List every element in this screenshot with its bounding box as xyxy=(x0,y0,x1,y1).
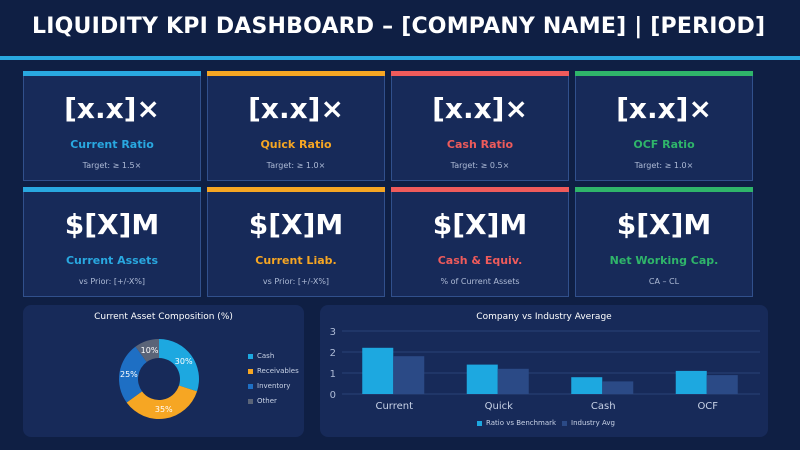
card-accent-bar xyxy=(23,187,201,192)
kpi-label: Net Working Cap. xyxy=(609,254,719,267)
kpi-target: Target: ≥ 0.5× xyxy=(450,161,510,170)
donut-slice-other xyxy=(135,339,159,363)
y-tick-label: 2 xyxy=(330,348,336,359)
kpi-label: OCF Ratio xyxy=(633,138,695,151)
legend-swatch xyxy=(562,420,567,426)
x-tick-label: Current xyxy=(375,401,413,412)
legend-item-cash: Cash xyxy=(248,352,274,360)
kpi-comparison: % of Current Assets xyxy=(440,277,520,286)
donut-data-label: 30% xyxy=(175,357,193,366)
donut-chart: 30% 35% 25% 10% xyxy=(119,339,200,419)
legend-label: Ratio vs Benchmark xyxy=(486,419,557,427)
legend-item-inventory: Inventory xyxy=(248,382,290,390)
card-accent-bar xyxy=(207,71,385,76)
kpi-card-current-assets: $[X]M Current Assets vs Prior: [+/-X%] xyxy=(23,187,201,297)
bar-current-company xyxy=(362,347,394,394)
legend-label: Cash xyxy=(257,352,275,360)
donut-data-label: 35% xyxy=(155,405,173,414)
kpi-label: Cash Ratio xyxy=(446,138,514,151)
kpi-card-cash-ratio: [x.x]× Cash Ratio Target: ≥ 0.5× xyxy=(391,71,569,181)
donut-slice-receivables xyxy=(126,385,198,419)
x-tick-label: Cash xyxy=(591,401,616,412)
bar-quick-company xyxy=(466,364,498,394)
kpi-label: Quick Ratio xyxy=(260,138,332,151)
kpi-card-quick-ratio: [x.x]× Quick Ratio Target: ≥ 1.0× xyxy=(207,71,385,181)
legend-swatch xyxy=(248,368,253,374)
kpi-value: [x.x]× xyxy=(64,92,160,125)
y-tick-label: 0 xyxy=(330,390,336,401)
donut-slice-cash xyxy=(159,339,200,392)
legend-item-receivables: Receivables xyxy=(248,367,299,375)
bar-chart-title: Company vs Industry Average xyxy=(476,312,612,322)
bar-ocf-industry xyxy=(706,375,738,394)
y-tick-label: 3 xyxy=(330,327,336,338)
donut-chart-title: Current Asset Composition (%) xyxy=(94,312,233,322)
kpi-comparison: vs Prior: [+/-X%] xyxy=(262,277,330,286)
kpi-value: [x.x]× xyxy=(616,92,712,125)
kpi-label: Current Ratio xyxy=(70,138,154,151)
kpi-formula: CA – CL xyxy=(648,277,680,286)
kpi-value: $[X]M xyxy=(616,208,712,241)
legend-label: Industry Avg xyxy=(571,419,615,427)
kpi-value: [x.x]× xyxy=(432,92,528,125)
asset-composition-panel: Current Asset Composition (%) 30% 35% 25% 1… xyxy=(23,305,304,437)
legend-item-company: Ratio vs Benchmark xyxy=(477,419,556,427)
card-accent-bar xyxy=(207,187,385,192)
y-tick-label: 1 xyxy=(330,369,336,380)
kpi-card-ocf-ratio: [x.x]× OCF Ratio Target: ≥ 1.0× xyxy=(575,71,753,181)
legend-label: Other xyxy=(257,397,277,405)
legend-swatch xyxy=(248,383,253,389)
bar-cash-industry xyxy=(602,381,634,394)
bar-current-industry xyxy=(393,356,425,394)
kpi-label: Current Assets xyxy=(65,254,158,267)
legend-label: Inventory xyxy=(257,382,291,390)
kpi-target: Target: ≥ 1.5× xyxy=(82,161,142,170)
kpi-card-current-liabilities: $[X]M Current Liab. vs Prior: [+/-X%] xyxy=(207,187,385,297)
kpi-value: $[X]M xyxy=(432,208,528,241)
x-tick-label: Quick xyxy=(485,401,513,412)
dashboard-title: LIQUIDITY KPI DASHBOARD – [COMPANY NAME]… xyxy=(32,14,766,39)
legend-swatch xyxy=(248,398,253,404)
card-accent-bar xyxy=(391,71,569,76)
card-accent-bar xyxy=(575,187,753,192)
bar-ocf-company xyxy=(675,370,707,394)
x-tick-label: OCF xyxy=(697,401,718,412)
legend-swatch xyxy=(248,353,253,359)
legend-item-industry: Industry Avg xyxy=(562,419,615,427)
kpi-card-current-ratio: [x.x]× Current Ratio Target: ≥ 1.5× xyxy=(23,71,201,181)
kpi-value: [x.x]× xyxy=(248,92,344,125)
title-divider xyxy=(0,56,800,60)
donut-slice-inventory xyxy=(119,346,147,403)
kpi-card-net-working-capital: $[X]M Net Working Cap. CA – CL xyxy=(575,187,753,297)
legend-swatch xyxy=(477,420,482,426)
kpi-card-cash-equivalents: $[X]M Cash & Equiv. % of Current Assets xyxy=(391,187,569,297)
bar-cash-company xyxy=(571,377,603,394)
kpi-target: Target: ≥ 1.0× xyxy=(266,161,326,170)
donut-data-label: 25% xyxy=(120,370,138,379)
kpi-target: Target: ≥ 1.0× xyxy=(634,161,694,170)
donut-data-label: 10% xyxy=(141,346,159,355)
bar-quick-industry xyxy=(497,368,529,394)
card-accent-bar xyxy=(23,71,201,76)
kpi-value: $[X]M xyxy=(64,208,160,241)
legend-label: Receivables xyxy=(257,367,299,375)
card-accent-bar xyxy=(575,71,753,76)
kpi-label: Cash & Equiv. xyxy=(437,254,523,267)
kpi-value: $[X]M xyxy=(248,208,344,241)
legend-item-other: Other xyxy=(248,397,277,405)
card-accent-bar xyxy=(391,187,569,192)
kpi-label: Current Liab. xyxy=(255,254,337,267)
kpi-comparison: vs Prior: [+/-X%] xyxy=(78,277,146,286)
